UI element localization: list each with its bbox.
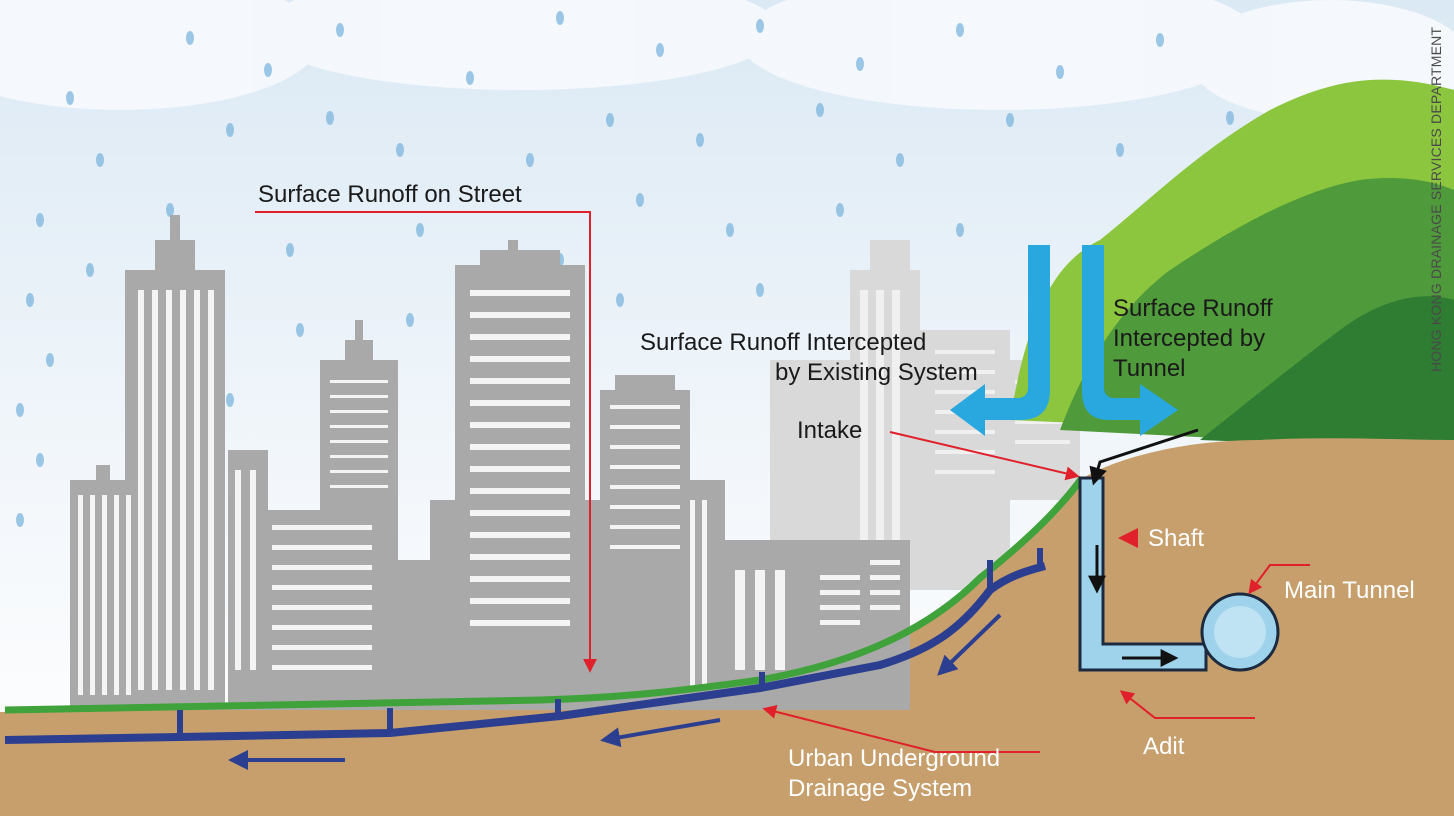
clouds (0, 0, 1454, 120)
label-intercepted-existing-line1: Surface Runoff Intercepted (640, 329, 926, 356)
label-surface-runoff-street: Surface Runoff on Street (258, 181, 522, 208)
label-intercepted-tunnel-line3: Tunnel (1113, 355, 1186, 382)
label-intercepted-tunnel-line2: Intercepted by (1113, 325, 1265, 352)
surface-line (4, 475, 1085, 714)
label-adit: Adit (1143, 733, 1185, 760)
label-urban-drainage-line1: Urban Underground (788, 745, 1000, 772)
pointer-lines (255, 211, 1310, 753)
rain-drops (16, 11, 1234, 527)
label-main-tunnel: Main Tunnel (1284, 577, 1415, 604)
drain-risers (177, 548, 1043, 737)
label-intercepted-tunnel-line1: Surface Runoff (1113, 295, 1273, 322)
drainage-flow-arrows (228, 613, 1002, 770)
label-intake: Intake (797, 417, 862, 444)
runoff-split-arrows (950, 245, 1178, 436)
label-urban-drainage-line2: Drainage System (788, 775, 972, 802)
city-building-windows (78, 290, 900, 695)
label-intercepted-existing-line2: by Existing System (775, 359, 978, 386)
urban-drainage-pipe (4, 562, 1047, 744)
shaft-pointer (1118, 528, 1138, 548)
credit-text: HONG KONG DRAINAGE SERVICES DEPARTMENT (1428, 27, 1444, 372)
label-shaft: Shaft (1148, 525, 1204, 552)
tunnel-flow-arrows (1088, 428, 1199, 667)
hill-dark (1200, 296, 1454, 450)
